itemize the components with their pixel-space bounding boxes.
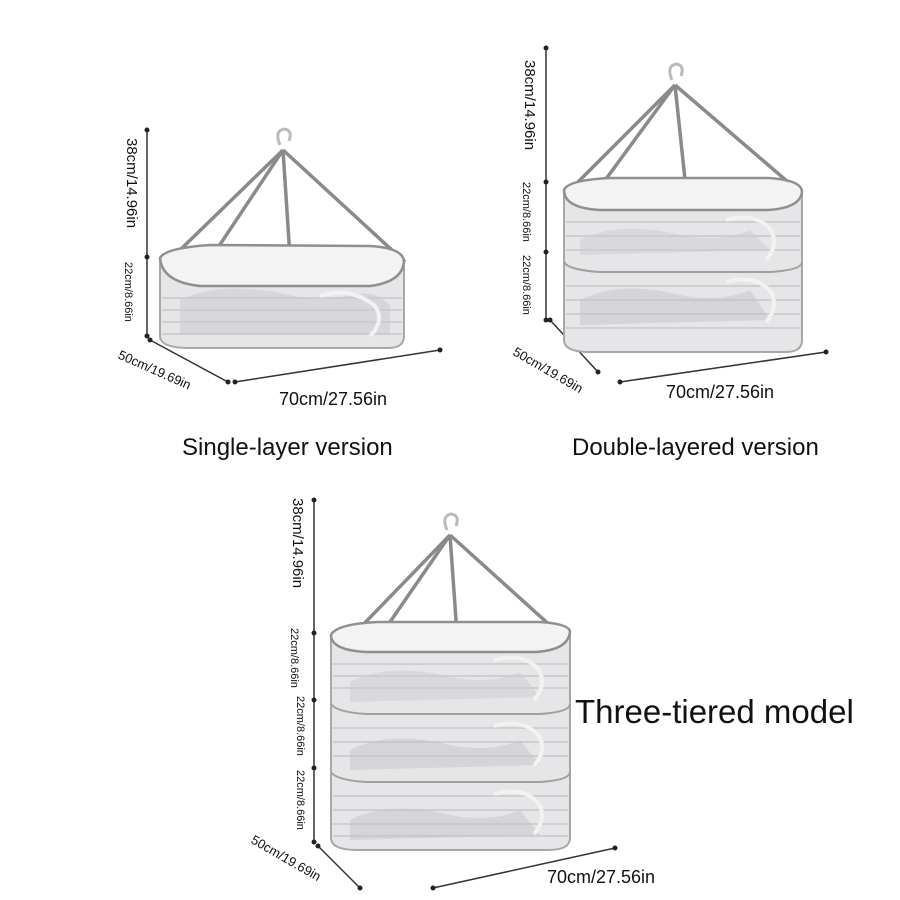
width-label: 70cm/27.56in	[666, 382, 775, 402]
height-label: 38cm/14.96in	[123, 138, 140, 229]
double-layer-rack-illustration	[543, 45, 829, 385]
layer-height-label: 22cm/8.66in	[294, 770, 306, 830]
three-tier-rack-illustration	[311, 497, 618, 891]
width-label: 70cm/27.56in	[547, 867, 656, 887]
layer-height-label: 22cm/8.66in	[294, 696, 306, 756]
product-caption: Single-layer version	[182, 434, 393, 461]
layer-height-label: 22cm/8.66in	[122, 262, 134, 322]
single-layer-rack-illustration	[144, 127, 443, 385]
layer-height-label: 22cm/8.66in	[288, 628, 300, 688]
product-caption: Three-tiered model	[575, 693, 854, 730]
product-three-tier: 38cm/14.96in 22cm/8.66in 22cm/8.66in 22c…	[0, 470, 900, 900]
height-label: 38cm/14.96in	[521, 60, 538, 151]
product-caption: Double-layered version	[572, 434, 819, 461]
height-label: 38cm/14.96in	[289, 498, 306, 589]
product-single-layer: 38cm/14.96in 22cm/8.66in 50cm/19.69in 70…	[0, 0, 450, 470]
width-label: 70cm/27.56in	[279, 389, 388, 409]
layer-height-label: 22cm/8.66in	[520, 255, 532, 315]
layer-height-label: 22cm/8.66in	[520, 182, 532, 242]
product-double-layer: 38cm/14.96in 22cm/8.66in 22cm/8.66in 50c…	[450, 0, 900, 470]
